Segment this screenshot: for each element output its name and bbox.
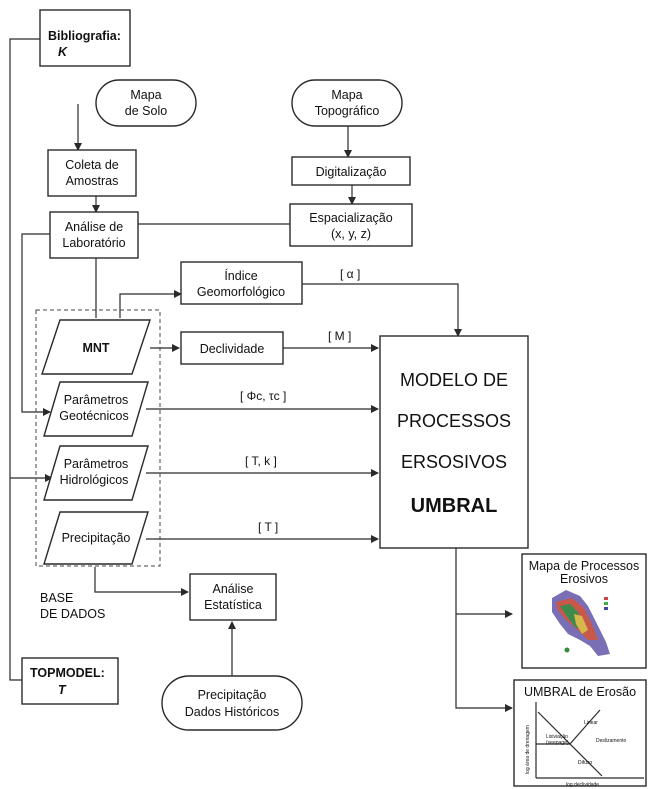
mapa-solo-line2: de Solo bbox=[125, 104, 167, 118]
label-phi-tau: [ Φc, τc ] bbox=[240, 389, 286, 403]
mapa-processos-line2: Erosivos bbox=[560, 572, 608, 586]
node-topmodel: TOPMODEL: T bbox=[21, 657, 119, 705]
bibliografia-label: Bibliografia: bbox=[48, 29, 121, 43]
chart-xlabel: log declividade bbox=[566, 782, 599, 788]
umbral-erosao-title: UMBRAL de Erosão bbox=[524, 685, 636, 699]
node-analise-lab: Análise de Laboratório bbox=[49, 211, 139, 259]
digitalizacao-label: Digitalização bbox=[316, 165, 387, 179]
connectors bbox=[9, 38, 513, 712]
edge-bibliografia-topmodel bbox=[9, 38, 40, 681]
mapa-topo-line2: Topográfico bbox=[315, 104, 380, 118]
edge-base-estatistica bbox=[94, 567, 189, 596]
base-dados-line1: BASE bbox=[40, 591, 73, 605]
param-hidro-line1: Parâmetros bbox=[64, 457, 129, 471]
param-hidro-line2: Hidrológicos bbox=[60, 473, 129, 487]
erosion-map-image bbox=[552, 590, 610, 656]
modelo-line3: ERSOSIVOS bbox=[401, 452, 507, 472]
coleta-line1: Coleta de bbox=[65, 158, 119, 172]
edge-analise-geotecnicos bbox=[21, 233, 51, 416]
node-digitalizacao: Digitalização bbox=[291, 156, 411, 186]
region-difuso: Difuso bbox=[578, 760, 592, 766]
edge-indice-modelo bbox=[302, 283, 462, 337]
coleta-line2: Amostras bbox=[66, 174, 119, 188]
node-param-geo: Parâmetros Geotécnicos bbox=[43, 381, 149, 437]
label-m: [ M ] bbox=[328, 329, 351, 343]
node-analise-est: Análise Estatística bbox=[189, 573, 277, 621]
topmodel-line1: TOPMODEL: bbox=[30, 666, 105, 680]
label-t-k: [ T, k ] bbox=[245, 454, 277, 468]
edge-modelo-umbral bbox=[455, 614, 513, 712]
modelo-line1: MODELO DE bbox=[400, 370, 508, 390]
region-deslizamento: Deslizamento bbox=[596, 738, 627, 744]
analise-est-line2: Estatística bbox=[204, 598, 262, 612]
node-mapa-solo: Mapa de Solo bbox=[95, 79, 197, 127]
espacializacao-line2: (x, y, z) bbox=[331, 227, 371, 241]
indice-line2: Geomorfológico bbox=[197, 285, 285, 299]
node-param-hidro: Parâmetros Hidrológicos bbox=[43, 445, 149, 501]
indice-line1: Índice bbox=[224, 268, 257, 283]
node-bibliografia: Bibliografia: K bbox=[39, 9, 131, 67]
mapa-topo-line1: Mapa bbox=[331, 88, 362, 102]
node-precip-hist: Precipitação Dados Históricos bbox=[161, 675, 303, 731]
mapa-solo-line1: Mapa bbox=[130, 88, 161, 102]
bibliografia-symbol: K bbox=[58, 45, 68, 59]
espacializacao-line1: Espacialização bbox=[309, 211, 392, 225]
region-seepage: (seepage) bbox=[546, 740, 569, 746]
precip-hist-line1: Precipitação bbox=[198, 688, 267, 702]
topmodel-line2: T bbox=[58, 683, 67, 697]
edge-modelo-mapa bbox=[455, 548, 513, 618]
modelo-line4: UMBRAL bbox=[411, 495, 498, 517]
declividade-label: Declividade bbox=[200, 342, 265, 356]
base-dados-line2: DE DADOS bbox=[40, 607, 105, 621]
node-declividade: Declividade bbox=[180, 331, 284, 365]
base-dados-frame bbox=[35, 309, 161, 567]
chart-ylabel: log área de drenagem bbox=[525, 725, 531, 774]
modelo-line2: PROCESSOS bbox=[397, 411, 511, 431]
region-linear: Linear bbox=[584, 720, 598, 726]
mapa-processos-line1: Mapa de Processos bbox=[529, 559, 639, 573]
edge-mnt-indice bbox=[119, 290, 182, 318]
precipitacao-label: Precipitação bbox=[62, 531, 131, 545]
analise-lab-line1: Análise de bbox=[65, 220, 123, 234]
node-mapa-topo: Mapa Topográfico bbox=[291, 79, 403, 127]
node-modelo: MODELO DE PROCESSOS ERSOSIVOS UMBRAL bbox=[379, 335, 529, 549]
node-mnt: MNT bbox=[41, 319, 151, 375]
node-coleta: Coleta de Amostras bbox=[47, 149, 137, 197]
analise-lab-line2: Laboratório bbox=[62, 236, 125, 250]
analise-est-line1: Análise bbox=[213, 582, 254, 596]
chart-divider-upper bbox=[569, 709, 601, 745]
node-indice: Índice Geomorfológico bbox=[180, 261, 303, 305]
umbral-threshold-chart: Linear Lixiviação (seepage) Deslizamento… bbox=[525, 702, 644, 788]
param-geo-line1: Parâmetros bbox=[64, 393, 129, 407]
label-t: [ T ] bbox=[258, 520, 278, 534]
node-precipitacao: Precipitação bbox=[43, 511, 149, 565]
precip-hist-line2: Dados Históricos bbox=[185, 705, 279, 719]
node-mapa-processos: Mapa de Processos Erosivos bbox=[521, 553, 647, 669]
region-lixiviacao: Lixiviação bbox=[546, 734, 568, 740]
mnt-label: MNT bbox=[82, 341, 109, 355]
label-alpha: [ α ] bbox=[340, 267, 360, 281]
node-espacializacao: Espacialização (x, y, z) bbox=[289, 203, 413, 247]
node-umbral-erosao: UMBRAL de Erosão Linear Lixiviação (seep… bbox=[513, 679, 647, 788]
param-geo-line2: Geotécnicos bbox=[59, 409, 128, 423]
